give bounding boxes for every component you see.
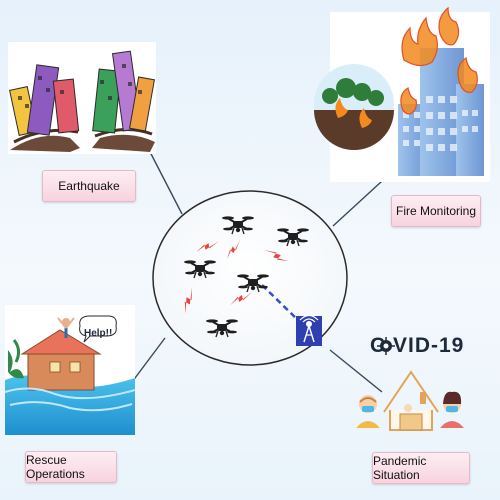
base-station-icon bbox=[296, 314, 322, 346]
person-help-icon bbox=[57, 317, 75, 338]
rescue-operations-illustration bbox=[4, 305, 136, 435]
person-mask-icon bbox=[356, 395, 380, 428]
fire-icon bbox=[335, 98, 372, 128]
rescue-operations-label: Rescue Operations bbox=[25, 451, 117, 483]
fire-monitoring-label: Fire Monitoring bbox=[391, 195, 481, 227]
covid-title: C VID-19 bbox=[370, 334, 465, 357]
help-bubble-text: Help!! bbox=[84, 328, 113, 339]
earthquake-illustration bbox=[8, 42, 156, 154]
pandemic-situation-label: Pandemic Situation bbox=[372, 452, 470, 484]
connector-earthquake bbox=[147, 147, 183, 215]
connector-pandemic bbox=[329, 349, 383, 393]
virus-icon bbox=[377, 337, 395, 355]
help-speech-bubble bbox=[79, 315, 117, 343]
connector-rescue bbox=[131, 337, 166, 383]
house-icon bbox=[383, 370, 439, 431]
person-mask-icon bbox=[440, 391, 464, 428]
fire-monitoring-illustration bbox=[314, 6, 490, 182]
building-fire-icon bbox=[400, 6, 478, 115]
earthquake-label: Earthquake bbox=[42, 170, 136, 202]
base-station-link bbox=[261, 284, 301, 323]
pandemic-illustration bbox=[356, 337, 464, 431]
